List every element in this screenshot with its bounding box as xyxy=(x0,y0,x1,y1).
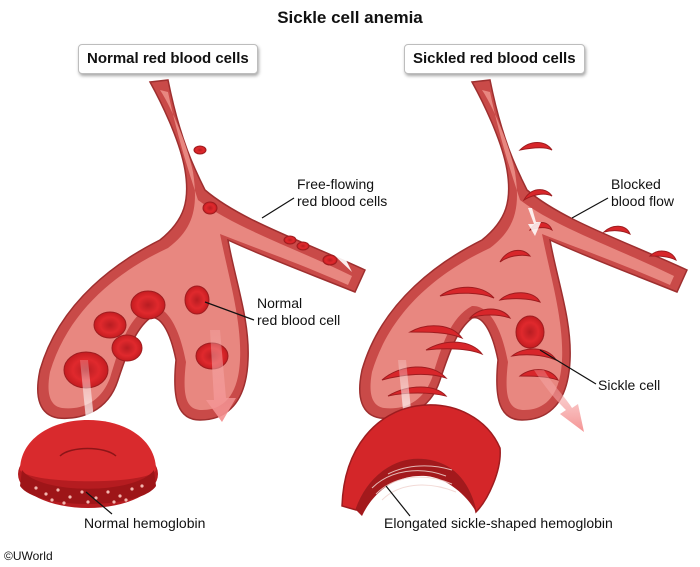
sickle-cell-callout: Sickle cell xyxy=(598,377,661,393)
normal-hemoglobin-disc xyxy=(18,420,158,508)
normal-rbc xyxy=(111,334,143,362)
normal-rbc xyxy=(193,145,207,155)
sickle-rbc xyxy=(648,250,677,262)
normal-rbc xyxy=(296,241,310,251)
sickle-rbc xyxy=(522,189,553,202)
normal-flow-arrows xyxy=(78,255,356,440)
sickle-cell-leader xyxy=(539,349,597,385)
normal-hemoglobin-callout: Normal hemoglobin xyxy=(84,515,206,531)
sickle-rbc xyxy=(602,225,631,236)
sickle-rbc xyxy=(468,308,512,320)
normal-rbc xyxy=(130,290,166,320)
normal-rbc xyxy=(93,311,127,339)
blocked-flow-callout: Blocked blood flow xyxy=(611,176,674,210)
normal-cell-line-1: Normal xyxy=(257,295,303,311)
normal-rbc xyxy=(283,235,297,245)
free-flowing-line-1: Free-flowing xyxy=(297,176,375,192)
blocked-flow-leader xyxy=(571,197,609,219)
free-flowing-leader xyxy=(261,197,295,219)
copyright-notice: ©UWorld xyxy=(4,549,53,563)
normal-rbc xyxy=(202,201,218,215)
sickle-rbc xyxy=(439,286,495,299)
normal-rbc xyxy=(322,254,338,266)
normal-rbc xyxy=(184,285,210,315)
sickle-rbc xyxy=(499,249,532,263)
sickle-hemoglobin-crescent xyxy=(341,404,501,516)
sickle-hemoglobin-leader xyxy=(385,485,411,517)
sickle-hemoglobin-callout: Elongated sickle-shaped hemoglobin xyxy=(384,515,613,531)
free-flowing-line-2: red blood cells xyxy=(297,193,388,209)
sickle-rbc xyxy=(498,292,541,303)
normal-hemoglobin-leader xyxy=(85,491,113,515)
normal-cell-callout: Normal red blood cell xyxy=(257,295,340,329)
leader-lines xyxy=(85,197,609,517)
normal-panel-label: Normal red blood cells xyxy=(78,44,258,74)
sickled-panel-label: Sickled red blood cells xyxy=(404,44,585,74)
sickle-rbc xyxy=(518,142,553,151)
normal-cell-line-2: red blood cell xyxy=(257,312,341,328)
blocked-flow-line-1: Blocked xyxy=(611,176,661,192)
sickle-rbc xyxy=(515,315,545,349)
sickle-rbc xyxy=(408,325,464,340)
sickle-rbc xyxy=(425,341,484,356)
free-flowing-callout: Free-flowing red blood cells xyxy=(297,176,387,210)
normal-cell-leader xyxy=(204,301,255,321)
blocked-flow-line-2: blood flow xyxy=(611,193,675,209)
figure-title: Sickle cell anemia xyxy=(277,8,423,27)
